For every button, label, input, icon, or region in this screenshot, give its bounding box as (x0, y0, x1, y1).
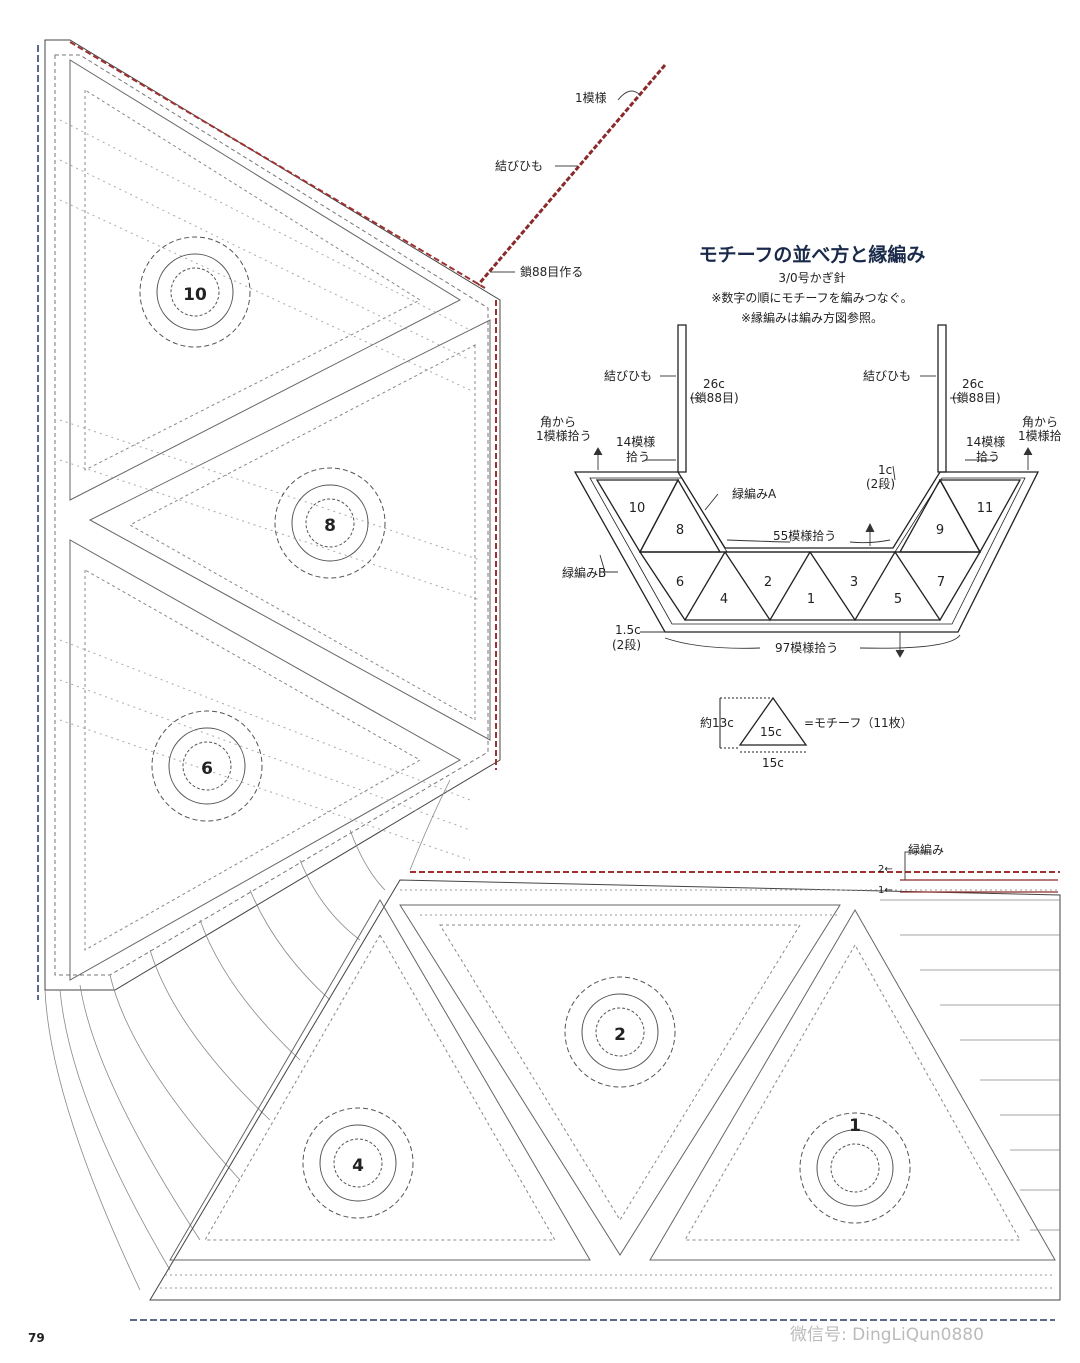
legend-base: 15c (762, 756, 784, 770)
label-chain-start: 鎖88目作る (520, 264, 583, 279)
layout-note-2: ※縁編みは編み方図参照。 (741, 310, 883, 325)
layout-tie-right: 結びひも (863, 369, 911, 383)
layout-hook-size: 3/0号かぎ針 (778, 270, 845, 285)
motif-rosette-1 (799, 1112, 911, 1224)
layout-corner-right-2: 1模様拾 (1018, 428, 1062, 443)
layout-cell-4: 4 (720, 592, 728, 607)
tie-cord (476, 64, 667, 286)
motif-number-6: 6 (201, 759, 213, 779)
motif-number-2: 2 (614, 1025, 626, 1045)
motif-rosette-2 (564, 976, 676, 1088)
legend-equation: =モチーフ（11枚） (804, 715, 913, 730)
motif-strip-left (37, 39, 501, 1000)
legend-height: 約13c (700, 715, 734, 730)
layout-cell-6: 6 (676, 575, 684, 590)
layout-corner-left-2: 1模様拾う (536, 428, 592, 443)
legend-side: 15c (760, 725, 782, 739)
layout-len-right: 26c (962, 377, 984, 391)
layout-pick14-right-2: 拾う (976, 449, 1000, 464)
label-row-2: 2← (878, 864, 893, 875)
layout-diagram (573, 324, 1040, 633)
motif-rosette-6 (151, 710, 263, 822)
layout-cell-9: 9 (936, 523, 944, 538)
layout-inner-1: 1c (878, 463, 892, 477)
layout-pick55: 55模様拾う (773, 528, 836, 543)
motif-rosette-10 (139, 236, 251, 348)
layout-pick97: 97模様拾う (775, 640, 838, 655)
label-edging: 緑編み (908, 842, 944, 857)
motif-number-1: 1 (849, 1116, 861, 1136)
layout-tie-left: 結びひも (604, 369, 652, 383)
layout-len-left: 26c (703, 377, 725, 391)
legend-motif (719, 696, 808, 753)
layout-chain-right: (鎖88目) (952, 390, 1001, 405)
layout-cell-5: 5 (894, 592, 902, 607)
layout-note-1: ※数字の順にモチーフを編みつなぐ。 (711, 290, 912, 305)
motif-rosette-8 (274, 467, 386, 579)
layout-outer-1: 1.5c (615, 623, 641, 637)
motif-number-8: 8 (324, 516, 336, 536)
layout-corner-left-1: 角から (540, 415, 576, 429)
edging-legend (900, 851, 1058, 893)
motif-number-10: 10 (183, 285, 207, 305)
layout-pick14-right-1: 14模様 (966, 435, 1005, 449)
layout-cell-11: 11 (977, 501, 994, 516)
layout-cell-8: 8 (676, 523, 684, 538)
page-number: 79 (28, 1331, 45, 1345)
watermark: 微信号: DingLiQun0880 (790, 1325, 984, 1345)
label-one-pattern: 1模様 (575, 91, 607, 105)
layout-cell-2: 2 (764, 575, 772, 590)
layout-edge-b: 緑編みB (562, 565, 606, 580)
layout-chain-left: (鎖88目) (690, 390, 739, 405)
label-tie-cord: 結びひも (495, 159, 543, 173)
motif-strip-bottom (130, 871, 1061, 1321)
layout-corner-right-1: 角から (1022, 415, 1058, 429)
layout-title: モチーフの並べ方と縁編み (699, 243, 926, 266)
layout-outer-2: (2段) (612, 637, 641, 652)
layout-inner-2: (2段) (866, 476, 895, 491)
layout-edge-a: 緑編みA (732, 486, 777, 501)
layout-cell-10: 10 (629, 501, 646, 516)
motif-number-4: 4 (352, 1156, 364, 1176)
motif-rosette-4 (302, 1107, 414, 1219)
layout-cell-1: 1 (807, 592, 815, 607)
layout-pick14-left-1: 14模様 (616, 435, 655, 449)
join-lines (44, 779, 451, 1291)
layout-pick14-left-2: 拾う (626, 449, 650, 464)
layout-cell-7: 7 (937, 575, 945, 590)
label-row-1: 1← (878, 885, 893, 896)
layout-cell-3: 3 (850, 575, 858, 590)
layout-leaders (593, 375, 1033, 658)
